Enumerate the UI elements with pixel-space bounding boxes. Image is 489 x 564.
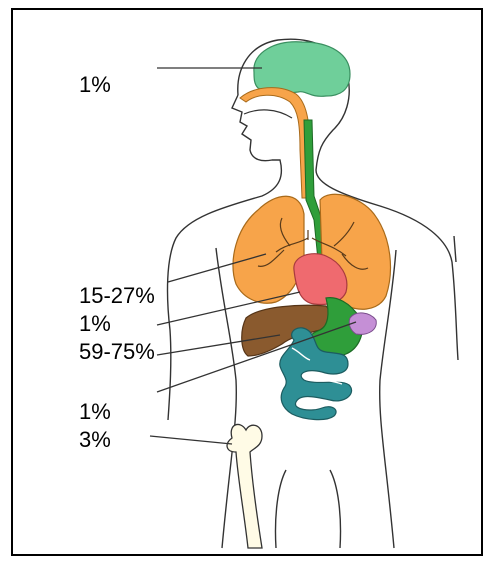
- leader-bone: [150, 436, 232, 444]
- label-brain: 1%: [79, 74, 111, 96]
- label-liver: 59-75%: [79, 341, 155, 363]
- spleen-organ: [349, 313, 376, 334]
- label-lungs: 15-27%: [79, 285, 155, 307]
- femur-bone: [227, 424, 262, 548]
- left-lung: [233, 196, 304, 303]
- label-gut: 1%: [79, 401, 111, 423]
- label-bone: 3%: [79, 429, 111, 451]
- label-heart: 1%: [79, 313, 111, 335]
